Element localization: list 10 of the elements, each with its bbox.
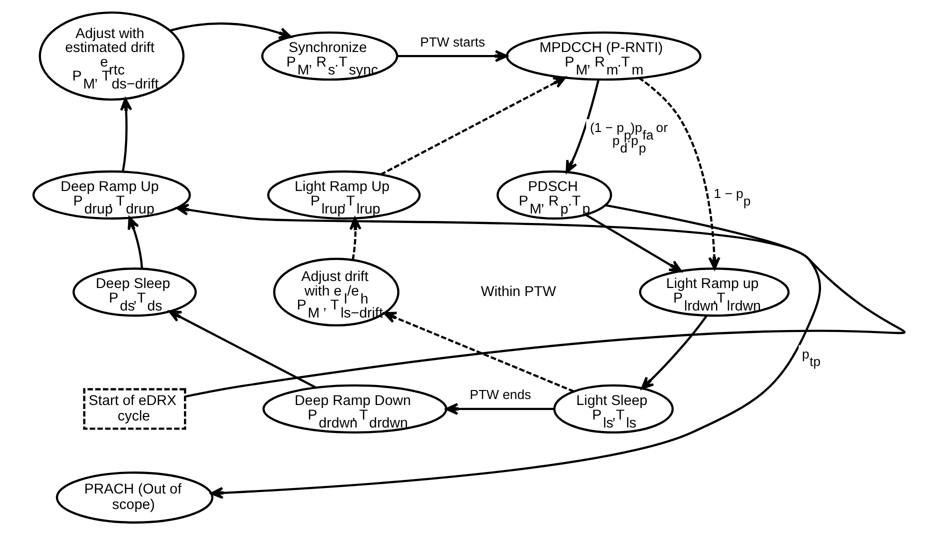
node-box: Start of eDRX cycle [82, 388, 186, 430]
edge-label: PTW starts [420, 34, 485, 50]
arrow [169, 22, 292, 39]
arrow [444, 402, 554, 415]
arrow [127, 216, 143, 269]
arrow [396, 50, 508, 62]
node-ellipse: PRACH (Out of scope) [55, 472, 213, 524]
arrow [565, 79, 600, 174]
arrow [120, 98, 132, 172]
arrow [380, 76, 566, 176]
